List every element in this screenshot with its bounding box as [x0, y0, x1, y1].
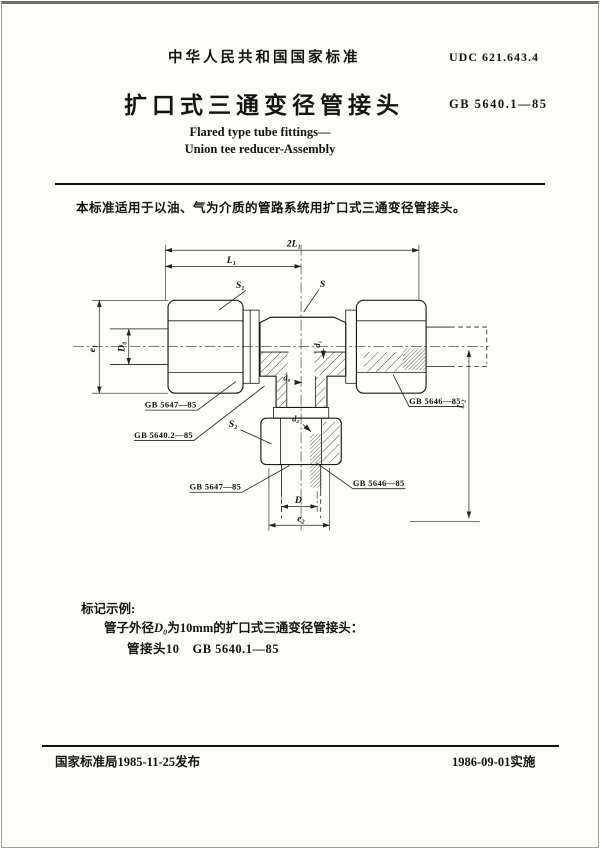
- standard-org-heading: 中华人民共和国国家标准: [168, 50, 361, 66]
- part-ref-label: GB 5647—85: [145, 399, 197, 409]
- dim-label-s: S: [320, 279, 326, 290]
- dim-label-e2: e₂: [297, 514, 305, 525]
- dim-label-d-bottom: D: [294, 495, 302, 506]
- dim-label-bore-d1: d₁: [312, 340, 322, 347]
- part-ref-label: GB 5647—85: [189, 482, 241, 492]
- left-nut: [167, 299, 260, 394]
- dimension-2l1: 2L₁: [165, 239, 420, 301]
- part-ref-label: GB 5646—85: [409, 396, 461, 406]
- bore-labels: d₀ d₁ d₂: [283, 340, 326, 432]
- centerlines: [73, 244, 489, 531]
- marking-example-heading: 标记示例:: [81, 602, 136, 616]
- part-ref-body: GB 5640.2—85: [134, 385, 265, 441]
- footer-divider: [42, 745, 559, 747]
- technical-drawing: 2L₁ L₁ e₁ D₀ L₂ D e₂ d₀ d₁ d₂: [73, 239, 489, 531]
- tee-body: [259, 316, 347, 409]
- udc-number: UDC 621.643.4: [449, 50, 539, 64]
- dimension-e2: e₂: [268, 468, 331, 531]
- header-divider: [55, 183, 545, 185]
- part-ref-label: GB 5640.2—85: [134, 430, 193, 440]
- example-text-post: 为10mm的扩口式三通变径管接头：: [167, 621, 364, 635]
- marking-example-designation: 管接头10 GB 5640.1—85: [127, 642, 280, 656]
- part-ref-bottom-nut: GB 5647—85: [189, 465, 290, 493]
- standard-number: GB 5640.1—85: [449, 97, 548, 111]
- part-ref-label: GB 5646—85: [353, 478, 405, 488]
- english-title-line1: Flared type tube fittings—: [189, 125, 331, 139]
- dim-label-d0-tube: D₀: [116, 341, 127, 353]
- part-ref-bottom-sleeve: GB 5646—85: [316, 462, 406, 490]
- part-ref-right-sleeve: GB 5646—85: [392, 374, 462, 407]
- dim-label-s1: S₁: [236, 280, 245, 291]
- english-title-line2: Union tee reducer-Assembly: [184, 142, 336, 156]
- scope-statement: 本标准适用于以油、气为介质的管路系统用扩口式三通变径管接头。: [76, 201, 467, 215]
- dimension-d0-tube: D₀: [116, 328, 132, 365]
- part-ref-left-nut: GB 5647—85: [145, 381, 237, 411]
- english-title: Flared type tube fittings— Union tee red…: [100, 124, 420, 158]
- dim-label-e1: e₁: [87, 345, 98, 353]
- dimension-l1: L₁: [165, 255, 302, 269]
- dim-label-l2: L₂: [456, 399, 467, 409]
- wrench-size-labels: S₁ S S₂: [218, 279, 326, 445]
- bottom-nut: [260, 407, 342, 466]
- implementation-date: 1986-09-01实施: [452, 755, 536, 769]
- dimension-e1: e₁: [87, 299, 169, 394]
- dimension-d-bottom: D: [281, 491, 318, 512]
- example-text-pre: 管子外径: [104, 621, 155, 635]
- page-title: 扩口式三通变径管接头: [124, 93, 404, 118]
- dim-label-bore-d0: d₀: [283, 373, 290, 383]
- dimension-l2: L₂: [410, 349, 480, 523]
- dim-label-bore-d2: d₂: [292, 414, 299, 424]
- right-nut: [345, 299, 427, 394]
- left-tube: [110, 328, 169, 365]
- dim-label-2l1: 2L₁: [286, 239, 301, 250]
- issue-date: 国家标准局1985-11-25发布: [55, 755, 201, 769]
- marking-example-description: 管子外径D₀为10mm的扩口式三通变径管接头：: [104, 617, 363, 636]
- dim-label-s2: S₂: [229, 419, 238, 430]
- example-symbol-d0: D₀: [154, 621, 168, 635]
- dim-label-l1: L₁: [226, 255, 236, 266]
